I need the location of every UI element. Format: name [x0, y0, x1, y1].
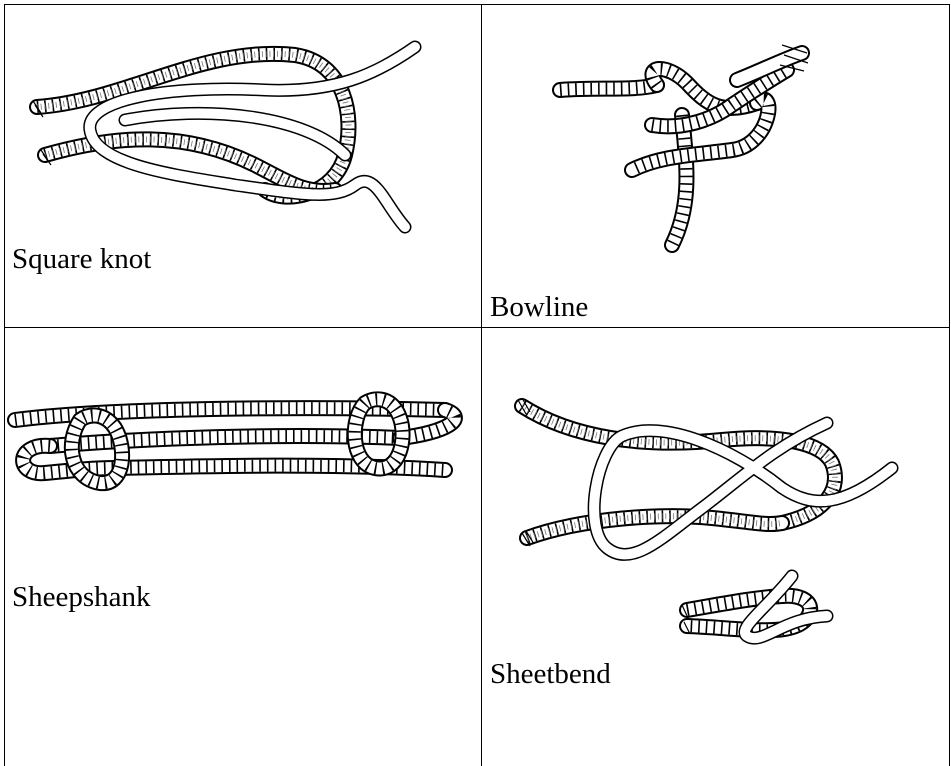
sheetbend-illustration: [482, 328, 949, 766]
cell-sheepshank: Sheepshank: [5, 328, 481, 766]
cell-bowline: Bowline: [482, 5, 949, 327]
cell-square-knot: Square knot: [5, 5, 481, 327]
label-sheepshank: Sheepshank: [12, 580, 151, 614]
square-knot-illustration: [5, 5, 481, 327]
bowline-illustration: [482, 5, 949, 327]
label-square-knot: Square knot: [12, 242, 151, 276]
cell-sheetbend: Sheetbend: [482, 328, 949, 766]
sheepshank-illustration: [5, 328, 481, 766]
label-sheetbend: Sheetbend: [490, 657, 611, 691]
label-bowline: Bowline: [490, 290, 588, 324]
